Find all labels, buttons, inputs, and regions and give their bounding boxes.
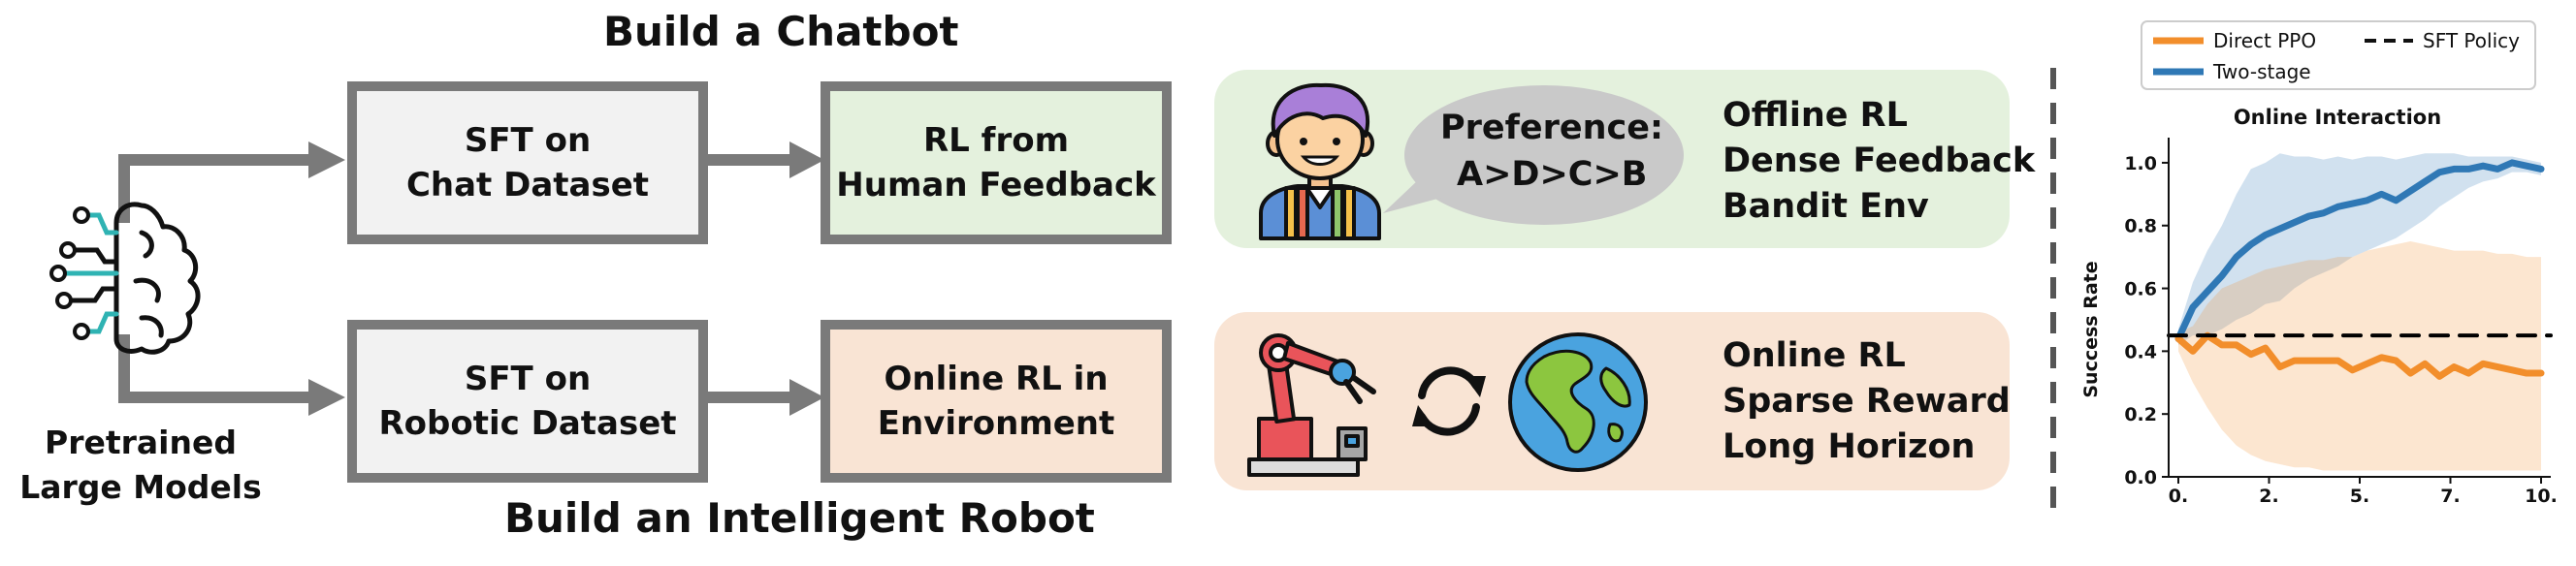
direct-ppo-band xyxy=(2178,240,2541,471)
speech-bubble-icon xyxy=(1383,85,1684,225)
sft-chat-line-2: Chat Dataset xyxy=(405,166,650,204)
robot-feature-1: Online RL xyxy=(1723,336,1906,375)
y-axis-label: Success Rate xyxy=(2080,261,2102,397)
preference-bubble-text: Preference: A>D>C>B xyxy=(1435,105,1668,198)
refresh-cycle-icon xyxy=(1412,366,1486,436)
chat-features: Offline RL Dense Feedback Bandit Env xyxy=(1723,93,2035,230)
online-rl-env-line-1: Online RL in xyxy=(884,360,1109,398)
x-tick-label: 0. xyxy=(2169,486,2188,507)
globe-icon xyxy=(1508,332,1648,472)
arrow-brain-to-sft-robotic xyxy=(118,334,310,403)
pretrained-line-1: Pretrained xyxy=(45,424,237,461)
y-tick-label: 0.4 xyxy=(2124,341,2157,362)
online-rl-env-box: Online RL in Environment xyxy=(821,320,1172,483)
arrowhead xyxy=(308,142,345,178)
x-tick-label: 7. xyxy=(2440,486,2460,507)
y-tick-label: 0.0 xyxy=(2124,467,2157,488)
two-stage-line xyxy=(2174,159,2545,342)
legend-label-sft-policy: SFT Policy xyxy=(2423,29,2520,52)
sft-chat-box: SFT on Chat Dataset xyxy=(347,81,708,244)
chart-legend: Direct PPO Two-stage SFT Policy xyxy=(2141,20,2536,90)
sft-robotic-line-1: SFT on xyxy=(464,360,592,398)
chat-feature-1: Offline RL xyxy=(1723,96,1908,135)
x-tick-label: 2. xyxy=(2259,486,2278,507)
sft-chat-line-1: SFT on xyxy=(464,121,592,160)
robot-features: Online RL Sparse Reward Long Horizon xyxy=(1723,333,2011,470)
y-tick-label: 0.8 xyxy=(2124,216,2157,237)
arrowhead xyxy=(789,379,824,416)
section-divider xyxy=(2050,68,2056,514)
y-tick-label: 1.0 xyxy=(2124,153,2157,174)
chart-title: Online Interaction xyxy=(2234,106,2441,129)
arrowhead xyxy=(789,142,824,178)
rlhf-line-1: RL from xyxy=(922,121,1070,160)
rlhf-line-2: Human Feedback xyxy=(836,166,1156,204)
y-tick-label: 0.2 xyxy=(2124,404,2157,425)
direct-ppo-line xyxy=(2174,331,2545,380)
online-interaction-chart: 0.0 0.2 0.4 0.6 0.8 1.0 0. 2. 5. 7. 10. Online Int… xyxy=(2080,20,2558,507)
preference-label: Preference: xyxy=(1439,109,1663,147)
chatbot-title: Build a Chatbot xyxy=(603,8,959,55)
online-rl-env-line-2: Environment xyxy=(877,404,1115,443)
robot-title: Build an Intelligent Robot xyxy=(504,494,1095,542)
legend-label-two-stage: Two-stage xyxy=(2212,60,2311,83)
two-stage-band xyxy=(2178,153,2541,345)
rlhf-box: RL from Human Feedback xyxy=(821,81,1172,244)
robot-feature-2: Sparse Reward xyxy=(1723,382,2011,421)
arrowhead xyxy=(308,379,345,416)
pretrained-caption: Pretrained Large Models xyxy=(19,421,262,510)
sft-robotic-line-2: Robotic Dataset xyxy=(378,404,677,443)
preference-order: A>D>C>B xyxy=(1457,155,1648,194)
arrow-brain-to-sft-chat xyxy=(118,154,310,223)
legend-label-direct-ppo: Direct PPO xyxy=(2213,29,2316,52)
x-tick-label: 10. xyxy=(2525,486,2558,507)
brain-icon xyxy=(49,202,201,355)
robot-arm-icon xyxy=(1247,333,1376,477)
flow-arrows xyxy=(118,142,824,416)
chat-feature-2: Dense Feedback xyxy=(1723,142,2036,180)
sft-robotic-box: SFT on Robotic Dataset xyxy=(347,320,708,483)
y-tick-label: 0.6 xyxy=(2124,279,2157,300)
person-icon xyxy=(1259,82,1381,240)
pretrained-line-2: Large Models xyxy=(19,468,262,506)
x-tick-label: 5. xyxy=(2350,486,2369,507)
robot-feature-3: Long Horizon xyxy=(1723,427,1976,466)
chat-feature-3: Bandit Env xyxy=(1723,187,1929,226)
